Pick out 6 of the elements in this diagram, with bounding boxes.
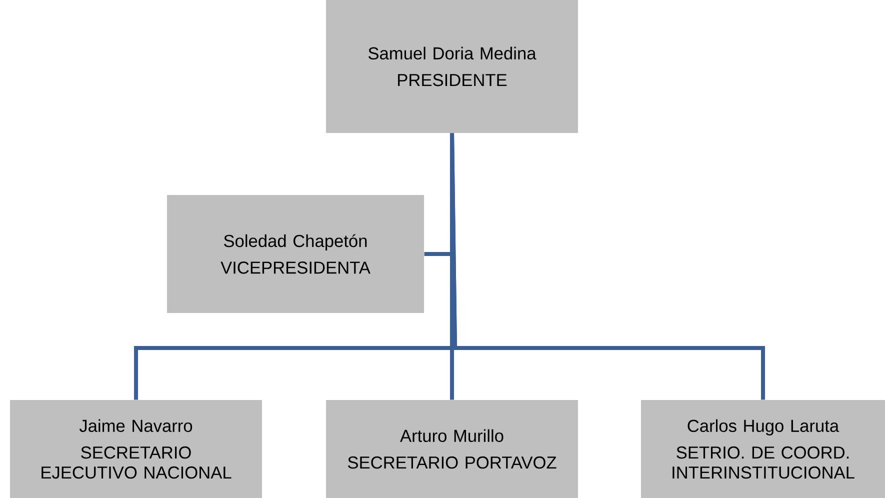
connector-line	[450, 133, 765, 400]
person-box: Soledad Chapetón VICEPRESIDENTA	[166, 195, 424, 313]
person-box: Arturo Murillo SECRETARIO PORTAVOZ	[326, 400, 578, 498]
person-box: Jaime Navarro SECRETARIO EJECUTIVO NACIONAL	[10, 400, 262, 498]
person-box: Samuel Doria Medina PRESIDENTE	[326, 0, 578, 134]
person-box: Carlos Hugo Laruta SETRIO. DE COORD. INTERINSTITUCIONAL	[641, 400, 885, 498]
